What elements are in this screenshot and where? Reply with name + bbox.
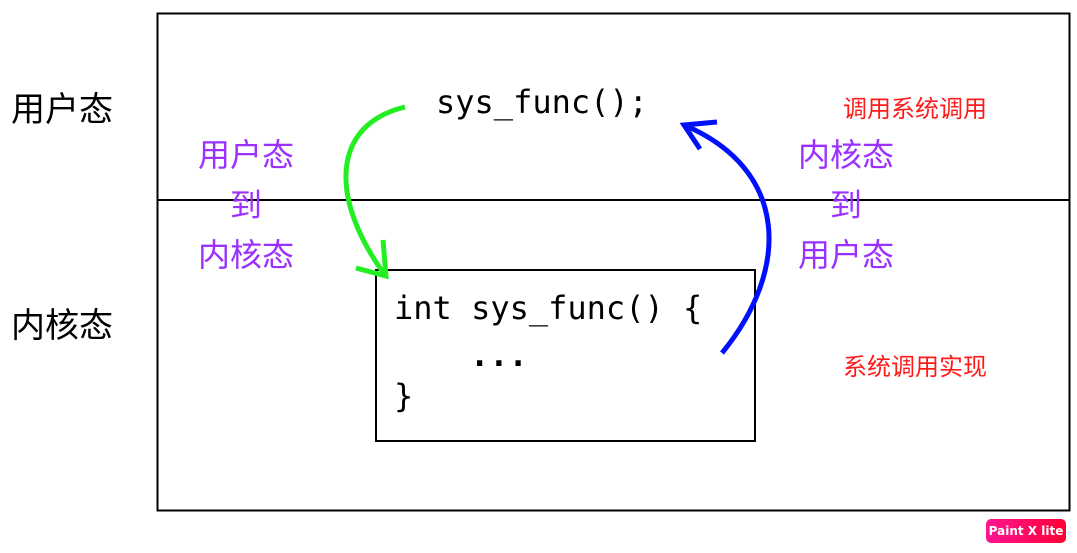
call-annotation: 调用系统调用 <box>843 95 987 123</box>
to-kernel-label: 用户态 到 内核态 <box>191 130 301 280</box>
syscall-invocation: sys_func(); <box>436 83 648 121</box>
user-mode-label: 用户态 <box>11 90 113 130</box>
to-user-arrow <box>679 119 772 355</box>
to-kernel-arrow <box>343 104 406 280</box>
watermark-badge: Paint X lite <box>986 519 1066 543</box>
code-line-3: } <box>394 377 414 415</box>
to-kernel-line-1: 用户态 <box>197 136 294 174</box>
to-user-label: 内核态 到 用户态 <box>791 130 901 280</box>
kernel-function-box <box>375 269 756 442</box>
code-line-1: int sys_func() { <box>394 289 703 327</box>
code-line-2: ... <box>470 336 528 374</box>
to-user-line-1: 内核态 <box>797 136 894 174</box>
impl-annotation: 系统调用实现 <box>843 353 987 381</box>
to-user-line-2: 到 <box>829 186 862 224</box>
to-kernel-line-3: 内核态 <box>197 236 294 274</box>
to-kernel-line-2: 到 <box>229 186 262 224</box>
outer-box <box>156 12 1071 512</box>
to-user-line-3: 用户态 <box>797 236 894 274</box>
kernel-mode-label: 内核态 <box>11 306 113 346</box>
